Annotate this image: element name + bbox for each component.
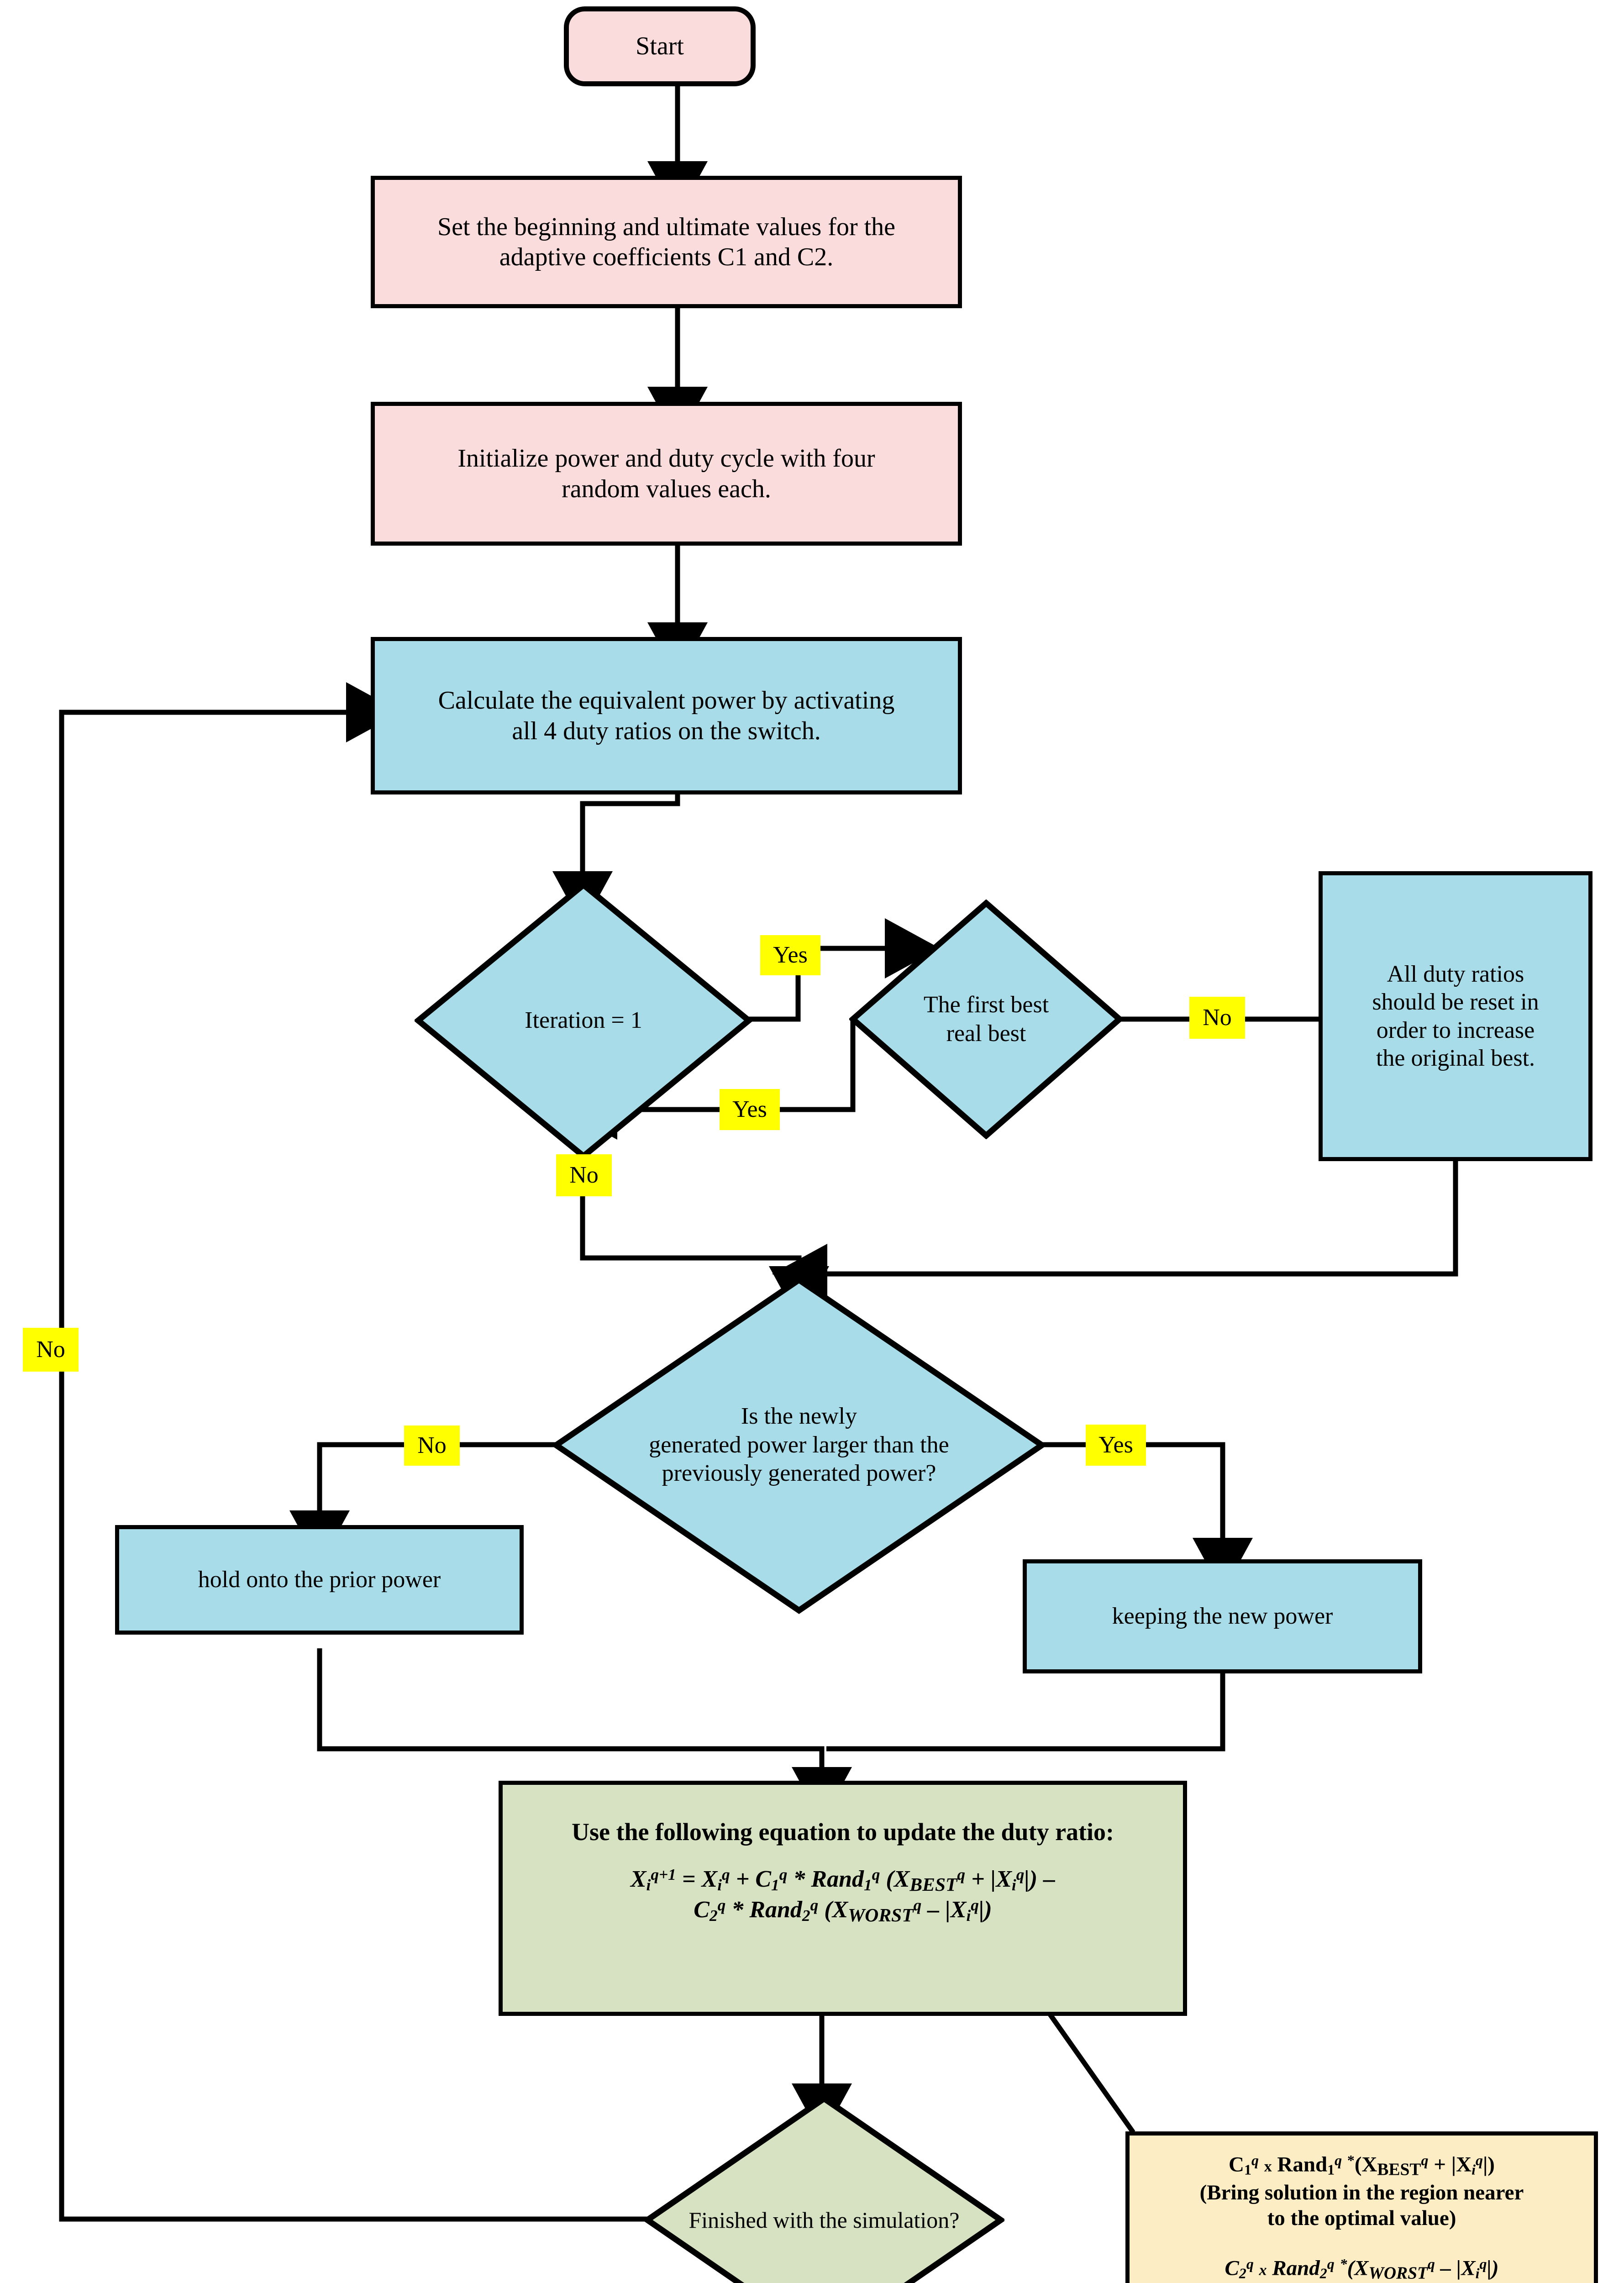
node-update-duty-ratio-heading: Use the following equation to update the…	[571, 1818, 1114, 1846]
note-desc-1-line2: to the optimal value)	[1267, 2206, 1456, 2230]
node-update-duty-ratio-equation: Xiq+1 = Xiq + C1q * Rand1q (XBESTq + |Xi…	[630, 1865, 1056, 1926]
node-start[interactable]: Start	[564, 6, 756, 86]
node-start-label: Start	[636, 32, 684, 61]
node-set-coefficients-line2: adaptive coefficients C1 and C2.	[499, 243, 834, 271]
node-initialize-power-line1: Initialize power and duty cycle with fou…	[457, 444, 875, 473]
node-keep-new-power-label: keeping the new power	[1112, 1603, 1333, 1630]
node-power-compare-check[interactable]: Is the newly generated power larger than…	[552, 1276, 1046, 1614]
edge-label-iteration-yes-text: Yes	[773, 942, 808, 968]
node-initialize-power[interactable]: Initialize power and duty cycle with fou…	[371, 402, 962, 546]
node-update-duty-ratio[interactable]: Use the following equation to update the…	[499, 1781, 1187, 2016]
node-first-best-check[interactable]: The first best real best	[849, 900, 1123, 1139]
edge-label-iteration-yes: Yes	[760, 935, 820, 975]
node-set-coefficients[interactable]: Set the beginning and ultimate values fo…	[371, 176, 962, 308]
edge-label-compare-yes: Yes	[1086, 1425, 1146, 1466]
edge-label-firstbest-no-text: No	[1203, 1005, 1232, 1031]
node-calculate-power[interactable]: Calculate the equivalent power by activa…	[371, 637, 962, 794]
node-initialize-power-line2: random values each.	[562, 474, 771, 503]
note-equation-2: C2q x Rand2q *(XWORSTq – |Xiq|)	[1225, 2256, 1499, 2283]
node-reset-duty-ratios[interactable]: All duty ratios should be reset in order…	[1319, 871, 1592, 1161]
edge-label-finished-no-text: No	[36, 1336, 65, 1362]
node-calculate-power-line2: all 4 duty ratios on the switch.	[512, 716, 821, 745]
note-equation-1: C1q x Rand1q *(XBESTq + |Xiq|)	[1229, 2152, 1495, 2179]
edge-label-compare-no-text: No	[417, 1432, 447, 1458]
edge-label-firstbest-yes: Yes	[720, 1089, 780, 1130]
note-spacer	[1140, 2231, 1584, 2256]
node-hold-prior-power-label: hold onto the prior power	[198, 1567, 441, 1593]
node-keep-new-power[interactable]: keeping the new power	[1023, 1559, 1422, 1673]
node-reset-duty-ratios-line1: All duty ratios	[1387, 961, 1524, 987]
node-reset-duty-ratios-line3: order to increase	[1376, 1017, 1535, 1043]
node-reset-duty-ratios-line4: the original best.	[1376, 1045, 1535, 1071]
note-desc-1-line1: (Bring solution in the region nearer	[1199, 2181, 1524, 2205]
edge-label-compare-yes-text: Yes	[1098, 1432, 1133, 1458]
first-best-diamond-shape	[849, 900, 1123, 1139]
node-finished-check[interactable]: Finished with the simulation?	[644, 2095, 1004, 2283]
node-hold-prior-power[interactable]: hold onto the prior power	[115, 1525, 524, 1635]
node-equation-note[interactable]: C1q x Rand1q *(XBESTq + |Xiq|) (Bring so…	[1125, 2131, 1598, 2283]
node-calculate-power-line1: Calculate the equivalent power by activa…	[438, 686, 895, 715]
node-set-coefficients-line1: Set the beginning and ultimate values fo…	[437, 212, 896, 241]
edge-label-firstbest-no: No	[1189, 997, 1245, 1039]
edge-label-iteration-no-text: No	[569, 1162, 599, 1188]
node-reset-duty-ratios-line2: should be reset in	[1372, 989, 1539, 1015]
finished-diamond-shape	[644, 2095, 1004, 2283]
node-iteration-check[interactable]: Iteration = 1	[415, 881, 752, 1160]
iteration-diamond-shape	[415, 881, 752, 1160]
edge-label-finished-no: No	[23, 1328, 79, 1372]
edge-label-iteration-no: No	[556, 1154, 612, 1196]
edge-label-compare-no: No	[404, 1426, 460, 1466]
edge-label-firstbest-yes-text: Yes	[732, 1096, 767, 1122]
power-compare-diamond-shape	[552, 1276, 1046, 1614]
